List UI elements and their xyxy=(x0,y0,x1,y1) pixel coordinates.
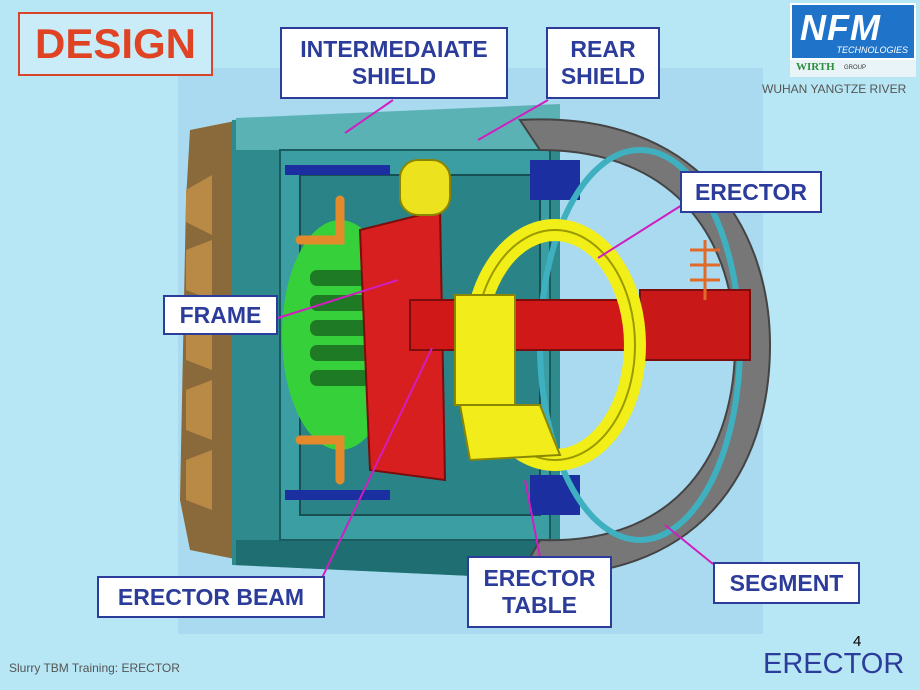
label-segment: SEGMENT xyxy=(713,562,860,604)
leader-erector xyxy=(597,204,683,259)
leader-intermediate-shield xyxy=(344,99,394,134)
logo-parent: WIRTH xyxy=(796,61,835,73)
leader-erector-beam xyxy=(321,347,433,579)
erector-table xyxy=(458,404,562,462)
label-intermediate-shield: INTERMEDAIATE SHIELD xyxy=(280,27,508,99)
label-rear-shield: REAR SHIELD xyxy=(546,27,660,99)
erector-frame xyxy=(358,208,447,482)
leader-rear-shield xyxy=(477,99,549,141)
logo-parent-suffix: GROUP xyxy=(844,65,867,71)
page-number: 4 xyxy=(853,633,862,650)
title-box: DESIGN xyxy=(18,12,213,76)
logo-tagline: TECHNOLOGIES xyxy=(836,45,908,55)
label-erector-beam: ERECTOR BEAM xyxy=(97,576,325,618)
leader-frame xyxy=(277,279,399,319)
project-name: WUHAN YANGTZE RIVER xyxy=(762,82,907,96)
label-erector-table: ERECTOR TABLE xyxy=(467,556,612,628)
leader-segment xyxy=(664,524,714,565)
page-title: DESIGN xyxy=(34,20,197,67)
logo-brand: NFM xyxy=(800,7,881,48)
label-erector: ERECTOR xyxy=(680,171,822,213)
footer-section-title: ERECTOR xyxy=(763,648,905,680)
footer-course-title: Slurry TBM Training: ERECTOR xyxy=(9,661,180,675)
nfm-logo: NFM TECHNOLOGIES WIRTH GROUP xyxy=(787,0,920,78)
leader-erector-table xyxy=(524,479,541,558)
label-frame: FRAME xyxy=(163,295,278,335)
